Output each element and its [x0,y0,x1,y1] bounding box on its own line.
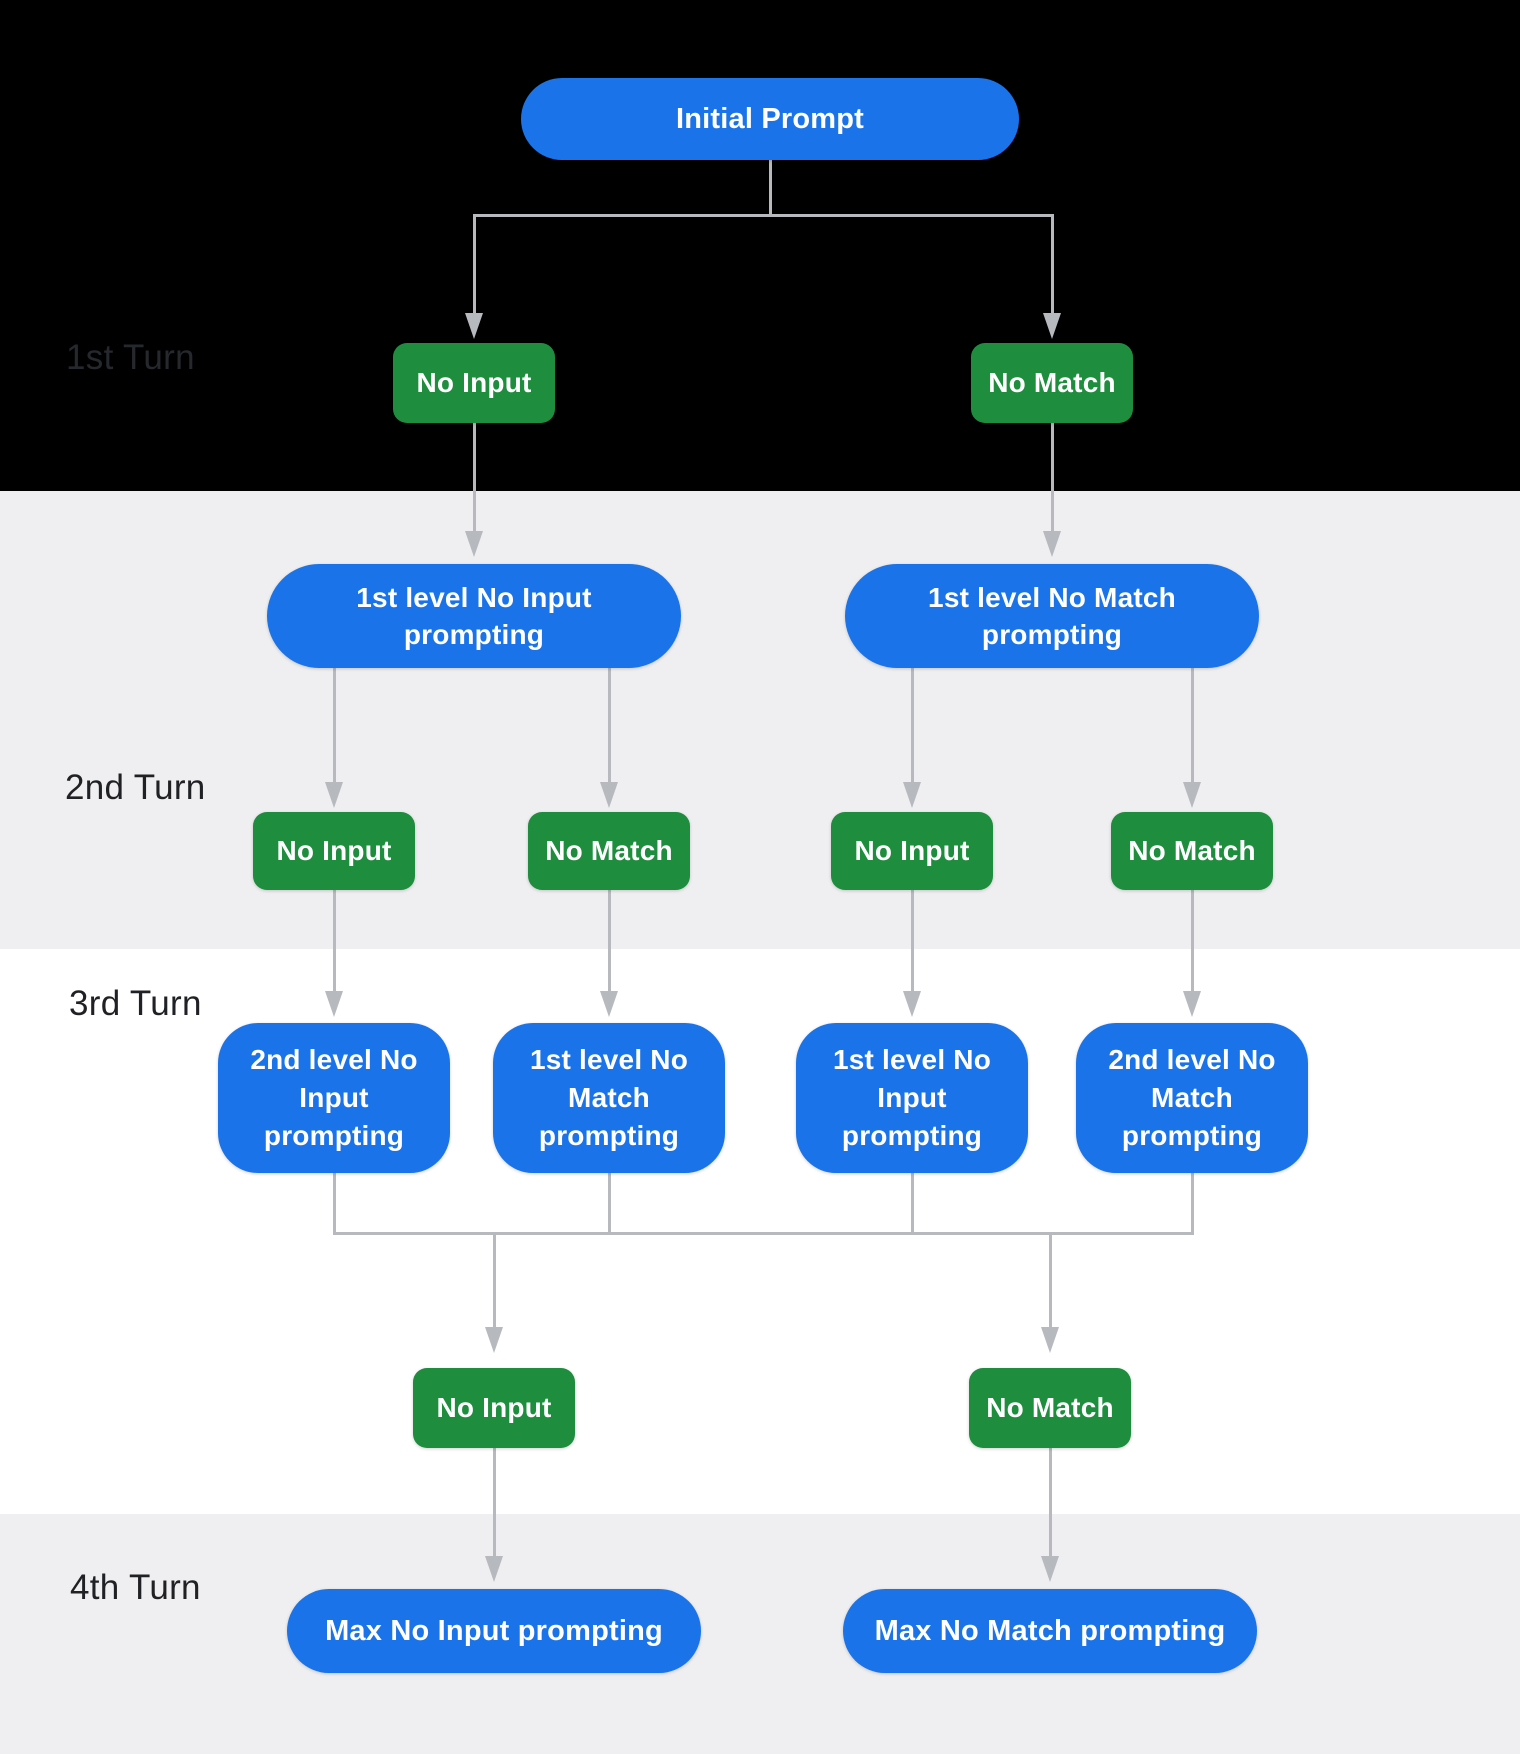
node-turn1-no-input: No Input [393,343,555,423]
node-turn2-no-match-left: No Match [528,812,690,890]
connector-line [607,668,611,782]
connector-line [910,668,914,782]
connector-line [332,1231,1194,1235]
node-turn3-no-match: No Match [969,1368,1131,1448]
arrowhead-icon [1043,313,1061,339]
band-4th-turn [0,1514,1520,1754]
node-max-no-input-prompting: Max No Input prompting [287,1589,701,1673]
node-max-no-match-prompting: Max No Match prompting [843,1589,1257,1673]
connector-line [492,1233,496,1327]
connector-line [1190,668,1194,782]
connector-line [472,213,1054,217]
arrowhead-icon [1043,531,1061,557]
arrowhead-icon [465,531,483,557]
node-level2-no-match-prompting: 2nd level No Match prompting [1076,1023,1308,1173]
connector-line [910,1173,914,1235]
turn-label-2: 2nd Turn [65,768,206,807]
turn-label-1: 1st Turn [66,338,195,377]
node-turn1-no-match: No Match [971,343,1133,423]
connector-line [1050,215,1054,313]
connector-line [332,668,336,782]
connector-line [607,1173,611,1235]
node-level1-no-input-prompting-repeat: 1st level No Input prompting [796,1023,1028,1173]
arrowhead-icon [1041,1556,1059,1582]
connector-line [1190,890,1194,991]
connector-line [332,890,336,991]
connector-line [910,890,914,991]
connector-line [332,1173,336,1235]
arrowhead-icon [485,1327,503,1353]
connector-line [1048,1233,1052,1327]
arrowhead-icon [1183,991,1201,1017]
node-level1-no-match-prompting: 1st level No Match prompting [845,564,1259,668]
node-level1-no-input-prompting: 1st level No Input prompting [267,564,681,668]
turn-label-4: 4th Turn [70,1568,201,1607]
node-turn3-no-input: No Input [413,1368,575,1448]
node-turn2-no-input-left: No Input [253,812,415,890]
arrowhead-icon [903,782,921,808]
turn-label-3: 3rd Turn [69,984,202,1023]
connector-line [1190,1173,1194,1235]
node-level1-no-match-prompting-repeat: 1st level No Match prompting [493,1023,725,1173]
connector-line [1050,423,1054,531]
arrowhead-icon [465,313,483,339]
node-turn2-no-match-right: No Match [1111,812,1273,890]
connector-line [492,1448,496,1556]
node-level2-no-input-prompting: 2nd level No Input prompting [218,1023,450,1173]
connector-line [472,423,476,531]
arrowhead-icon [1183,782,1201,808]
connector-line [1048,1448,1052,1556]
arrowhead-icon [903,991,921,1017]
arrowhead-icon [600,782,618,808]
arrowhead-icon [485,1556,503,1582]
arrowhead-icon [325,991,343,1017]
arrowhead-icon [600,991,618,1017]
connector-line [472,215,476,313]
arrowhead-icon [325,782,343,808]
arrowhead-icon [1041,1327,1059,1353]
connector-line [607,890,611,991]
connector-line [768,160,772,215]
node-turn2-no-input-right: No Input [831,812,993,890]
node-initial-prompt: Initial Prompt [521,78,1019,160]
